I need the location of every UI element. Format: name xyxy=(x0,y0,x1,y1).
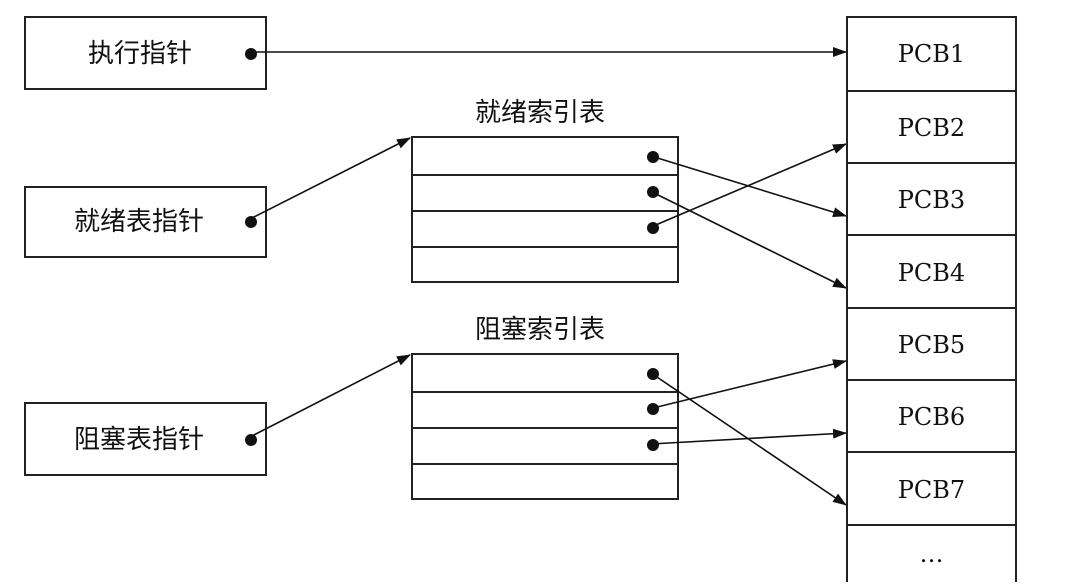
ready-row3-arrow xyxy=(650,143,847,228)
pcb-cell: PCB1 xyxy=(897,40,966,68)
ready-index-row xyxy=(413,174,677,176)
blocked-pointer-arrow xyxy=(247,354,411,439)
blocked-row1-arrow xyxy=(650,372,847,506)
ready-index-row xyxy=(413,210,677,212)
pcb-cell: PCB2 xyxy=(848,90,1015,164)
ready-pointer-dot xyxy=(245,216,257,228)
pcb-cell: PCB6 xyxy=(848,379,1015,453)
pcb-column: PCB1 PCB2 PCB3 PCB4 PCB5 PCB6 PCB7 … xyxy=(846,16,1017,582)
pcb-cell: PCB7 xyxy=(848,451,1015,526)
ready-index-title: 就绪索引表 xyxy=(475,98,606,128)
ready-row2-dot xyxy=(647,186,659,198)
blocked-row3-dot xyxy=(647,439,659,451)
ready-pointer-label: 就绪表指针 xyxy=(74,207,205,237)
blocked-index-row xyxy=(413,391,677,393)
blocked-pointer-box: 阻塞表指针 xyxy=(24,402,267,476)
pcb-cell: PCB5 xyxy=(848,307,1015,381)
ready-index-row xyxy=(413,246,677,248)
exec-pointer-dot xyxy=(245,48,257,60)
pcb-cell: PCB3 xyxy=(848,162,1015,236)
ready-row2-arrow xyxy=(650,190,847,289)
blocked-row2-dot xyxy=(647,403,659,415)
blocked-index-row xyxy=(413,427,677,429)
ready-row1-dot xyxy=(647,151,659,163)
blocked-index-table xyxy=(411,353,679,500)
exec-pointer-box: 执行指针 xyxy=(24,16,267,90)
blocked-row2-arrow xyxy=(650,359,847,410)
blocked-pointer-label: 阻塞表指针 xyxy=(74,425,205,455)
blocked-index-row xyxy=(413,463,677,465)
blocked-pointer-dot xyxy=(245,434,257,446)
blocked-index-title: 阻塞索引表 xyxy=(475,315,606,345)
blocked-row3-arrow xyxy=(650,428,847,445)
ready-row1-arrow xyxy=(650,155,847,217)
ready-index-table xyxy=(411,136,679,283)
ready-pointer-box: 就绪表指针 xyxy=(24,186,267,258)
ready-pointer-arrow xyxy=(247,137,411,221)
pcb-cell: … xyxy=(848,524,1015,584)
blocked-row1-dot xyxy=(647,368,659,380)
ready-row3-dot xyxy=(647,222,659,234)
exec-pointer-label: 执行指针 xyxy=(88,39,193,69)
pcb-cell: PCB4 xyxy=(848,234,1015,309)
